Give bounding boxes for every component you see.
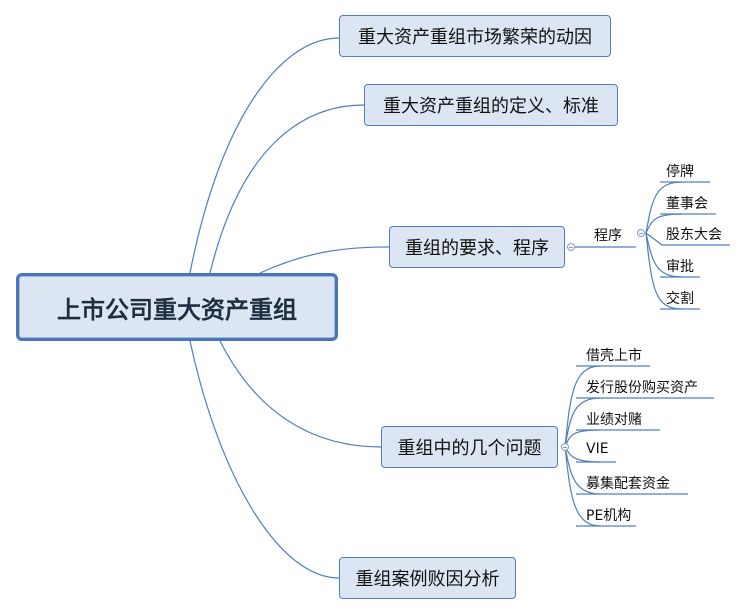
link-root-t2 bbox=[209, 104, 365, 274]
collapse-toggle-icon[interactable] bbox=[561, 443, 569, 451]
link-issue-1 bbox=[564, 365, 601, 448]
topic-label: 重大资产重组市场繁荣的动因 bbox=[358, 27, 592, 48]
link-root-t5 bbox=[189, 340, 340, 579]
root-topic[interactable]: 上市公司重大资产重组 bbox=[16, 273, 338, 341]
topic-label: 重大资产重组的定义、标准 bbox=[383, 96, 599, 117]
issue-item-backdoor-listing[interactable]: 借壳上市 bbox=[586, 348, 642, 364]
topic-requirements-procedure[interactable]: 重组的要求、程序 bbox=[389, 226, 565, 268]
topic-label: 重组案例败因分析 bbox=[355, 569, 500, 590]
topic-market-drivers[interactable]: 重大资产重组市场繁荣的动因 bbox=[339, 15, 611, 57]
link-root-t4 bbox=[219, 340, 382, 448]
link-issue-6 bbox=[564, 446, 601, 527]
procedure-item-suspension[interactable]: 停牌 bbox=[666, 164, 694, 180]
subtopic-label: 程序 bbox=[594, 228, 622, 244]
topic-definition-standard[interactable]: 重大资产重组的定义、标准 bbox=[364, 84, 618, 126]
topic-case-analysis[interactable]: 重组案例败因分析 bbox=[339, 557, 516, 599]
procedure-item-board[interactable]: 董事会 bbox=[666, 196, 708, 212]
procedure-item-approval[interactable]: 审批 bbox=[666, 259, 694, 275]
link-root-t3 bbox=[259, 246, 390, 274]
topic-issues[interactable]: 重组中的几个问题 bbox=[381, 426, 558, 468]
procedure-item-delivery[interactable]: 交割 bbox=[666, 291, 694, 307]
link-root-t1 bbox=[189, 37, 340, 274]
issue-item-vam[interactable]: 业绩对赌 bbox=[586, 412, 642, 428]
collapse-toggle-icon[interactable] bbox=[567, 243, 575, 251]
topic-label: 重组的要求、程序 bbox=[405, 238, 549, 259]
link-issue-2 bbox=[564, 397, 601, 448]
issue-item-pe-institutions[interactable]: PE机构 bbox=[586, 508, 632, 524]
root-label: 上市公司重大资产重组 bbox=[57, 295, 297, 324]
link-proc-5 bbox=[645, 232, 683, 310]
subtopic-procedure[interactable]: 程序 bbox=[594, 225, 622, 245]
issue-item-share-acquisition[interactable]: 发行股份购买资产 bbox=[586, 380, 698, 396]
collapse-toggle-icon[interactable] bbox=[637, 229, 645, 237]
topic-label: 重组中的几个问题 bbox=[397, 438, 542, 459]
link-proc-3 bbox=[645, 232, 730, 246]
issue-item-vie[interactable]: VIE bbox=[586, 441, 609, 457]
issue-item-supporting-funds[interactable]: 募集配套资金 bbox=[586, 476, 670, 492]
procedure-item-shareholders[interactable]: 股东大会 bbox=[666, 227, 722, 243]
